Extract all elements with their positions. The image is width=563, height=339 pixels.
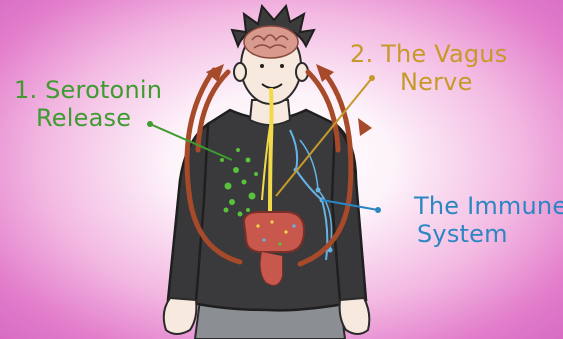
vagus-label-line2: Nerve <box>350 68 507 96</box>
serotonin-label-line1: 1. Serotonin <box>14 76 162 104</box>
immune-system-label: The Immune System <box>414 192 563 248</box>
serotonin-label-line2: Release <box>14 104 162 132</box>
serotonin-release-label: 1. Serotonin Release <box>14 76 162 132</box>
immune-label-line2: System <box>414 220 563 248</box>
brain-icon <box>244 26 298 58</box>
vagus-label-line1: 2. The Vagus <box>350 40 507 68</box>
vagus-nerve-label: 2. The Vagus Nerve <box>350 40 507 96</box>
immune-label-line1: The Immune <box>414 192 563 220</box>
right-hand <box>340 298 370 334</box>
left-hand <box>164 298 197 334</box>
